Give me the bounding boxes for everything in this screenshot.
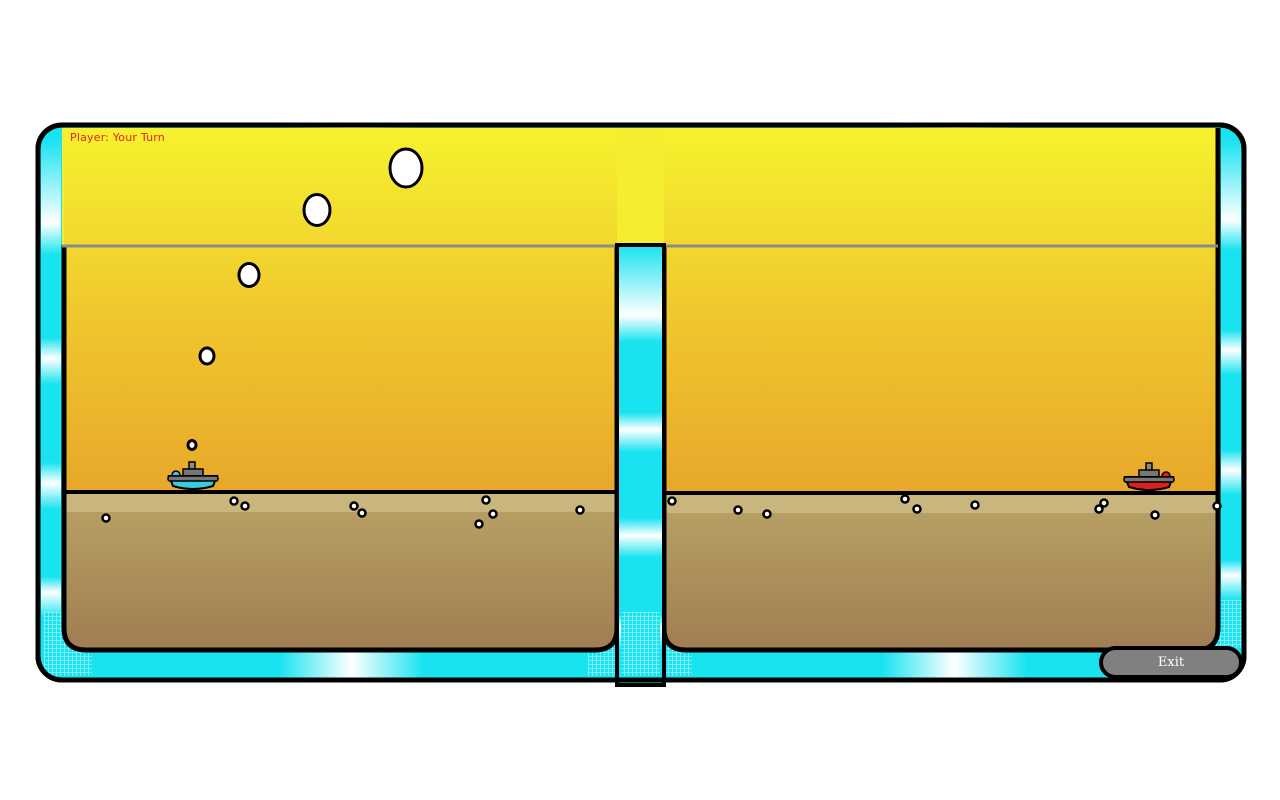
seabed-pebbles (101, 494, 1222, 529)
pebble (575, 505, 585, 515)
right-seabed (664, 493, 1218, 650)
pebble (762, 509, 772, 519)
bubble (186, 439, 198, 451)
pebble (733, 505, 743, 515)
pebble (229, 496, 239, 506)
pebble (474, 519, 484, 529)
left-tank (64, 128, 617, 650)
left-seabed (64, 492, 617, 650)
bubble (198, 346, 216, 366)
center-divider-pipe (615, 243, 666, 687)
enemy-submarine (1123, 462, 1175, 491)
pebble (1212, 501, 1222, 511)
pebble (488, 509, 498, 519)
exit-button[interactable]: Exit (1099, 646, 1243, 679)
pebble (1094, 504, 1104, 514)
pebble (1099, 498, 1109, 508)
turn-status-label: Player: Your Turn (70, 131, 165, 144)
trajectory-bubbles (186, 147, 424, 451)
right-pipe (1221, 140, 1241, 640)
exit-button-label: Exit (1157, 655, 1185, 670)
pebble (912, 504, 922, 514)
left-pipe (41, 140, 61, 660)
right-tank (664, 128, 1218, 650)
pebble (357, 508, 367, 518)
bubble (388, 147, 424, 189)
pebble (1150, 510, 1160, 520)
pebble (349, 501, 359, 511)
pebble (481, 495, 491, 505)
bubble (237, 262, 261, 288)
pebble (900, 494, 910, 504)
pebble (240, 501, 250, 511)
pebble (970, 500, 980, 510)
player-submarine[interactable] (167, 461, 219, 490)
pebble (667, 496, 677, 506)
bubble (302, 193, 332, 227)
pebble (101, 513, 111, 523)
